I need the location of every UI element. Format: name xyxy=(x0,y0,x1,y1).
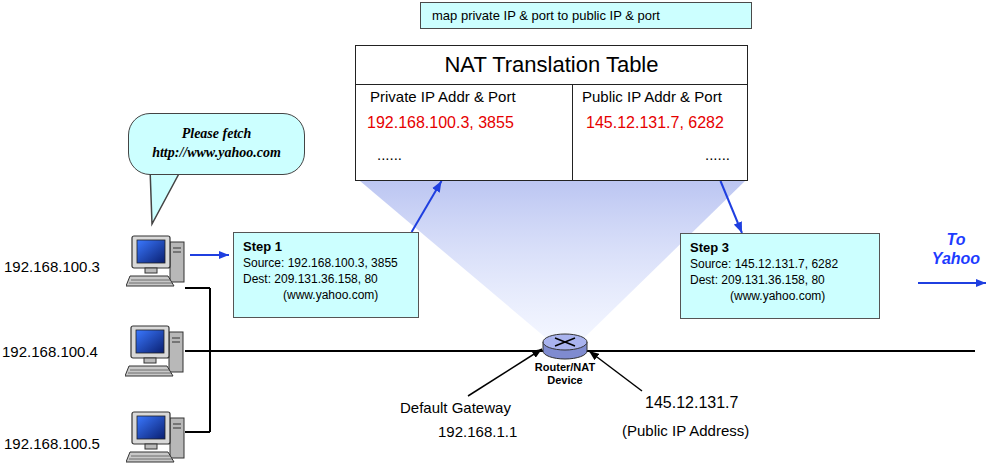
table-cell: ...... xyxy=(377,146,402,164)
packet-source: Source: 145.12.131.7, 6282 xyxy=(690,256,838,272)
computer-icon xyxy=(125,326,183,376)
public-address-note: (Public IP Address) xyxy=(622,422,749,440)
request-arrow xyxy=(190,254,229,256)
gateway-address: 192.168.1.1 xyxy=(438,423,517,441)
nat-table: NAT Translation Table xyxy=(355,45,748,181)
speech-bubble: Please fetch http://www.yahoo.com xyxy=(128,113,305,175)
table-rule xyxy=(572,84,573,180)
flow-arrow xyxy=(412,181,442,232)
table-rule xyxy=(356,84,747,85)
computer-icon xyxy=(126,412,184,462)
table-cell: ...... xyxy=(705,146,730,164)
column-header: Private IP Addr & Port xyxy=(370,88,516,106)
host-address: 192.168.100.4 xyxy=(2,343,98,361)
router-icon xyxy=(543,334,587,359)
note-box: map private IP & port to public IP & por… xyxy=(420,2,752,29)
table-title: NAT Translation Table xyxy=(444,51,658,79)
column-header: Public IP Addr & Port xyxy=(582,88,722,106)
network-wire xyxy=(185,287,210,289)
bubble-tail xyxy=(150,168,182,224)
step-box: Step 1Source: 192.168.100.3, 3855Dest: 2… xyxy=(233,232,419,318)
host-address: 192.168.100.3 xyxy=(4,258,100,276)
host-address: 192.168.100.5 xyxy=(4,435,100,453)
network-wire xyxy=(185,431,210,433)
step-heading: Step 3 xyxy=(690,240,729,256)
flow-arrow xyxy=(721,181,743,233)
router-top xyxy=(543,334,587,350)
packet-dest: Dest: 209.131.36.158, 80 xyxy=(243,271,378,287)
router-symbol xyxy=(555,338,575,346)
destination-label: To Yahoo xyxy=(926,230,986,268)
step-box: Step 3Source: 145.12.131.7, 6282Dest: 20… xyxy=(680,233,880,319)
gateway-label: Default Gateway xyxy=(400,399,511,417)
leader-arrow xyxy=(589,351,642,391)
step-heading: Step 1 xyxy=(243,239,282,255)
public-address: 145.12.131.7 xyxy=(645,393,738,412)
table-cell: 145.12.131.7, 6282 xyxy=(586,113,724,132)
packet-dest: Dest: 209.131.36.158, 80 xyxy=(690,272,825,288)
dest-host: (www.yahoo.com) xyxy=(730,288,825,304)
bubble-text: Please fetch http://www.yahoo.com xyxy=(142,124,292,162)
leader-arrow xyxy=(468,349,542,396)
router-symbol xyxy=(555,338,575,346)
device-label: Router/NAT Device xyxy=(525,361,605,387)
table-cell: 192.168.100.3, 3855 xyxy=(367,113,514,132)
computer-icon xyxy=(126,236,184,286)
outbound-arrow xyxy=(918,282,986,284)
packet-source: Source: 192.168.100.3, 3855 xyxy=(243,255,398,271)
network-wire xyxy=(209,288,211,432)
note-text: map private IP & port to public IP & por… xyxy=(432,7,660,24)
dest-host: (www.yahoo.com) xyxy=(283,287,378,303)
